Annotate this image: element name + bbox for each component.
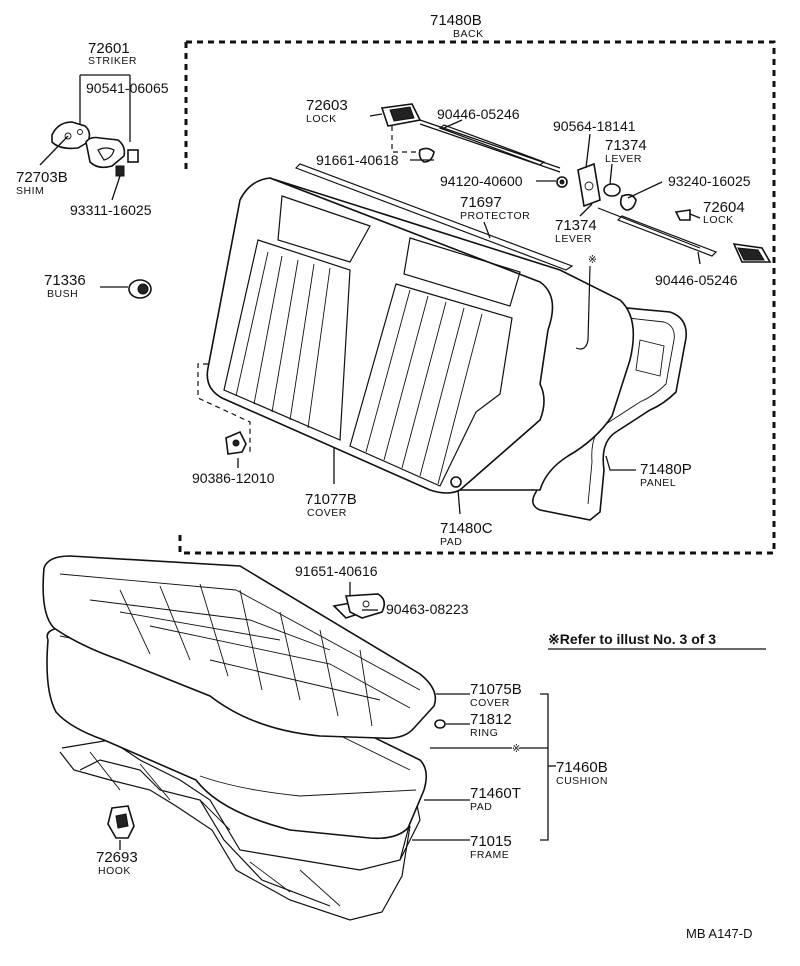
hook-part (107, 805, 135, 839)
refer-symbol-back: ※ (588, 254, 597, 266)
part-71075B-name: COVER (470, 697, 510, 709)
part-71812-number: 71812 (470, 711, 512, 728)
cushion-cover-part (42, 555, 437, 740)
part-71374a-number: 71374 (605, 137, 647, 154)
part-94120-number: 94120-40600 (440, 173, 523, 189)
cushion-frame-part (61, 739, 421, 871)
part-71697-name: PROTECTOR (460, 210, 530, 222)
refer-note-text: Refer to illust No. 3 of 3 (560, 631, 717, 647)
part-72601-name: STRIKER (88, 55, 137, 67)
part-72693-name: HOOK (98, 865, 131, 877)
nut-part (225, 430, 247, 455)
part-90446b-number: 90446-05246 (655, 272, 738, 288)
part-72703B-number: 72703B (16, 169, 68, 186)
seat-back-assembly (206, 163, 687, 521)
part-71480B-number: 71480B (430, 12, 482, 29)
part-93311-number: 93311-16025 (70, 202, 152, 218)
part-71336-number: 71336 (44, 272, 86, 289)
part-71015-name: FRAME (470, 849, 509, 861)
part-71480C-number: 71480C (440, 520, 493, 537)
refer-note: ※Refer to illust No. 3 of 3 (548, 631, 716, 647)
part-71075B-number: 71075B (470, 681, 522, 698)
bolt-part (127, 149, 139, 163)
part-72604-name: LOCK (703, 214, 734, 226)
lock-right-part (732, 243, 772, 263)
part-90564-number: 90564-18141 (553, 118, 636, 134)
rod-part (438, 124, 546, 166)
part-71374a-name: LEVER (605, 153, 642, 165)
part-93240-number: 93240-16025 (668, 173, 751, 189)
lever-assembly (556, 162, 701, 249)
part-71460T-number: 71460T (470, 785, 521, 802)
part-90446a-number: 90446-05246 (437, 106, 520, 122)
part-71460T-name: PAD (470, 801, 492, 813)
part-72601-number: 72601 (88, 40, 130, 57)
part-71374b-number: 71374 (555, 217, 597, 234)
bracket-bolt-assembly (332, 582, 386, 619)
part-72703B-name: SHIM (16, 185, 44, 197)
striker-part (85, 136, 126, 169)
part-91651-number: 91651-40616 (295, 563, 378, 579)
part-71460B-name: CUSHION (556, 775, 608, 787)
part-72693-number: 72693 (96, 849, 138, 866)
part-72603-name: LOCK (306, 113, 337, 125)
part-71480P-number: 71480P (640, 461, 692, 478)
refer-symbol-cushion: ※ (512, 743, 521, 755)
part-71480P-name: PANEL (640, 477, 676, 489)
bush-part (100, 279, 152, 299)
back-cover-part (206, 177, 554, 494)
part-71697-number: 71697 (460, 194, 502, 211)
part-71812-name: RING (470, 727, 498, 739)
part-71460B-number: 71460B (556, 759, 608, 776)
diagram-code: MB A147-D (686, 926, 752, 941)
part-72603-number: 72603 (306, 97, 348, 114)
ring-part (434, 719, 446, 729)
seat-cushion-assembly (42, 555, 446, 921)
part-90386-number: 90386-12010 (192, 470, 275, 486)
part-71077B-number: 71077B (305, 491, 357, 508)
part-90463-number: 90463-08223 (386, 601, 469, 617)
protector-part (294, 163, 574, 271)
part-71015-number: 71015 (470, 833, 512, 850)
part-71480C-name: PAD (440, 536, 462, 548)
striker-assembly (39, 74, 139, 201)
part-72604-number: 72604 (703, 199, 745, 216)
part-91661-number: 91661-40618 (316, 152, 399, 168)
part-71336-name: BUSH (47, 288, 78, 300)
part-90541-number: 90541-06065 (86, 80, 169, 96)
part-71077B-name: COVER (307, 507, 347, 519)
part-71480B-name: BACK (453, 28, 484, 40)
part-71374b-name: LEVER (555, 233, 592, 245)
